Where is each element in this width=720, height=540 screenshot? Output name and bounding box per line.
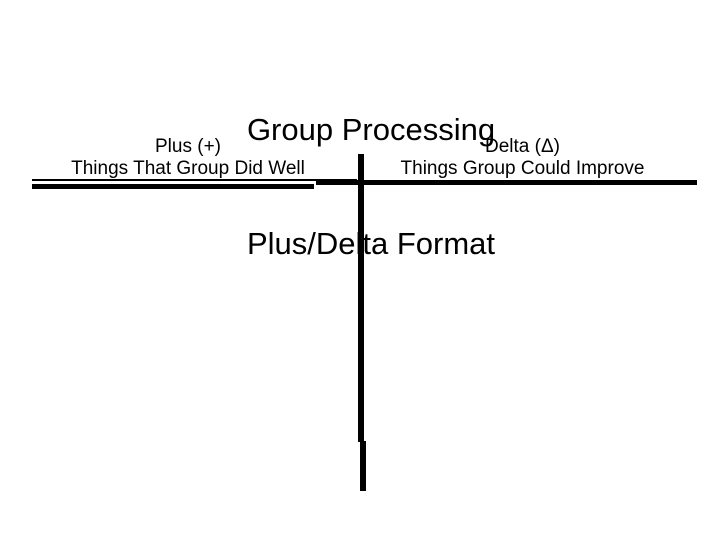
t-chart-horizontal-line-right: [316, 180, 697, 185]
plus-column-header: Plus (+) Things That Group Did Well: [30, 136, 346, 180]
plus-column-header-line-2: Things That Group Did Well: [71, 158, 305, 179]
delta-column-header-line-1: Delta (Δ): [485, 136, 560, 157]
delta-column-header-line-2: Things Group Could Improve: [400, 158, 645, 179]
slide-title-line-1: Group Processing: [246, 112, 496, 147]
left-header-underline: [32, 179, 357, 181]
slide-title-line-2: Plus/Delta Format: [246, 226, 496, 261]
delta-column-header: Delta (Δ) Things Group Could Improve: [347, 136, 698, 180]
slide-title: Group Processing Plus/Delta Format: [11, 35, 720, 339]
t-chart-vertical-line-upper: [358, 154, 364, 442]
t-chart-vertical-line-lower: [360, 441, 366, 491]
plus-column-header-line-1: Plus (+): [155, 136, 221, 157]
t-chart-horizontal-line-left: [32, 184, 314, 189]
